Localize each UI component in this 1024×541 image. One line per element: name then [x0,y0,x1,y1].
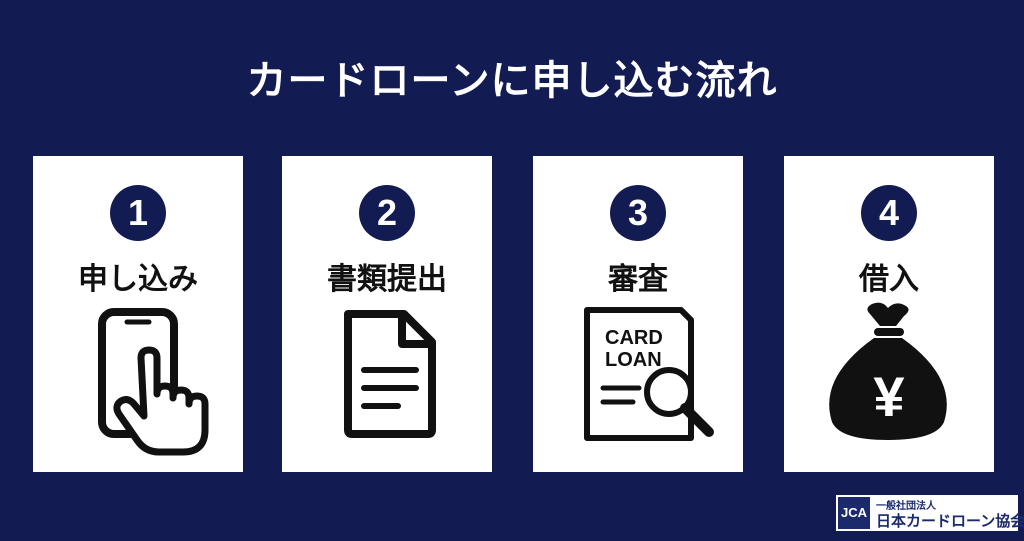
step-number: 1 [110,185,166,241]
logo-subtitle: 一般社団法人 [876,501,936,512]
smartphone-tap-icon [98,308,209,456]
yen-symbol: ¥ [873,365,904,428]
jca-logo: JCA 一般社団法人 日本カードローン協会 [836,495,1024,531]
step-number: 4 [861,185,917,241]
card-text: CARD [605,327,663,349]
document-icon [344,310,436,438]
page-title: カードローンに申し込む流れ [246,58,778,104]
jca-logo-mark: JCA [838,497,870,529]
logo-name: 日本カードローン協会 [876,512,1024,530]
loan-text: LOAN [605,349,662,371]
yen-money-bag-icon: ¥ [829,302,947,440]
step-label: 審査 [608,262,668,297]
card-loan-review-icon: CARD LOAN [584,307,714,441]
step-card-documents: 2 書類提出 [282,156,492,472]
step-number: 2 [359,185,415,241]
step-card-borrow: 4 借入 ¥ [784,156,994,472]
step-label: 申し込み [78,262,198,297]
step-label: 書類提出 [327,262,447,297]
step-card-review: 3 審査 CARD LOAN [533,156,743,472]
step-label: 借入 [859,262,919,297]
step-card-apply: 1 申し込み [33,156,243,472]
step-number: 3 [610,185,666,241]
